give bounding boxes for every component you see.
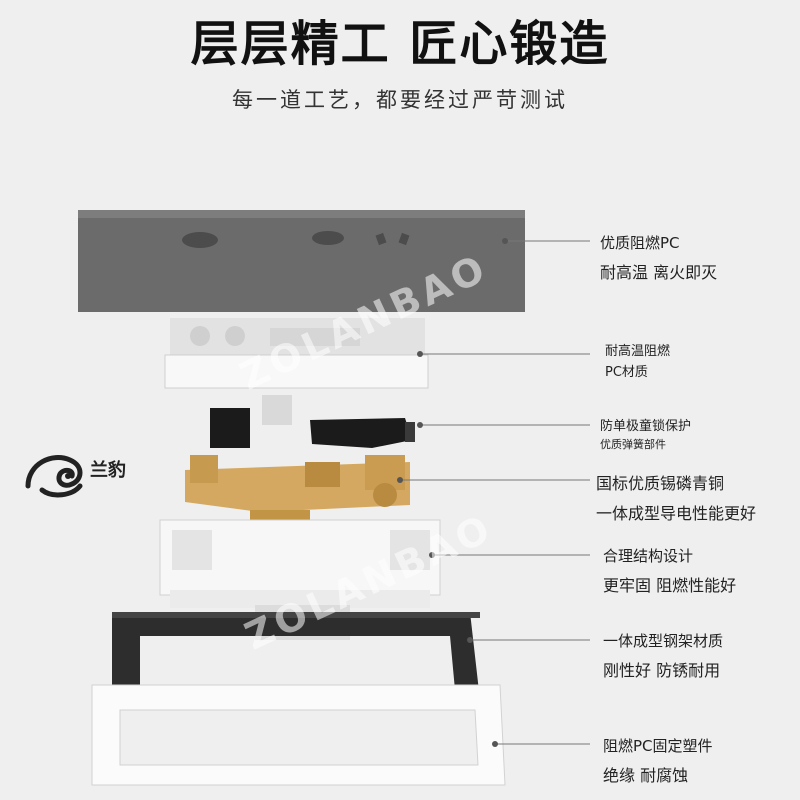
callout-base-module: 合理结构设计 更牢固 阻燃性能好 <box>603 545 736 596</box>
callout-detail: 一体成型导电性能更好 <box>596 504 757 523</box>
brand-logo <box>25 455 83 498</box>
callout-detail: 刚性好 防锈耐用 <box>603 661 721 680</box>
child-lock-part <box>210 395 415 448</box>
callout-title: 合理结构设计 <box>603 547 694 565</box>
page-subtitle: 每一道工艺，都要经过严苛测试 <box>232 88 568 112</box>
faceplate-part <box>78 210 525 312</box>
callout-faceplate: 优质阻燃PC 耐高温 离火即灭 <box>600 232 717 283</box>
callout-title: 防单极童锁保护 <box>600 419 692 434</box>
callout-inner-cover: 耐高温阻燃 PC材质 <box>605 340 670 380</box>
callout-title: 阻燃PC固定塑件 <box>603 737 713 755</box>
callout-detail: PC材质 <box>605 365 648 380</box>
leader-dots <box>397 238 508 747</box>
callout-detail: 更牢固 阻燃性能好 <box>603 576 737 595</box>
callout-detail: 耐高温 离火即灭 <box>600 263 718 282</box>
brand-name: 兰豹 <box>90 460 126 481</box>
page-title: 层层精工 匠心锻造 <box>190 16 610 72</box>
plastic-base-frame-part <box>91 684 506 786</box>
callout-detail: 优质弹簧部件 <box>600 438 666 451</box>
callout-title: 一体成型钢架材质 <box>603 632 724 650</box>
callout-title: 优质阻燃PC <box>600 234 680 252</box>
inner-cover-part <box>164 318 429 389</box>
steel-frame-part <box>112 612 480 700</box>
callout-copper: 国标优质锡磷青铜 一体成型导电性能更好 <box>596 470 756 524</box>
callout-plastic-base: 阻燃PC固定塑件 绝缘 耐腐蚀 <box>603 735 713 786</box>
callout-steel-frame: 一体成型钢架材质 刚性好 防锈耐用 <box>603 630 723 681</box>
callout-title: 耐高温阻燃 <box>605 344 671 359</box>
leader-lines <box>400 240 590 745</box>
callout-detail: 绝缘 耐腐蚀 <box>603 766 689 785</box>
callout-child-lock: 防单极童锁保护 优质弹簧部件 <box>600 415 691 452</box>
callout-title: 国标优质锡磷青铜 <box>596 474 725 493</box>
